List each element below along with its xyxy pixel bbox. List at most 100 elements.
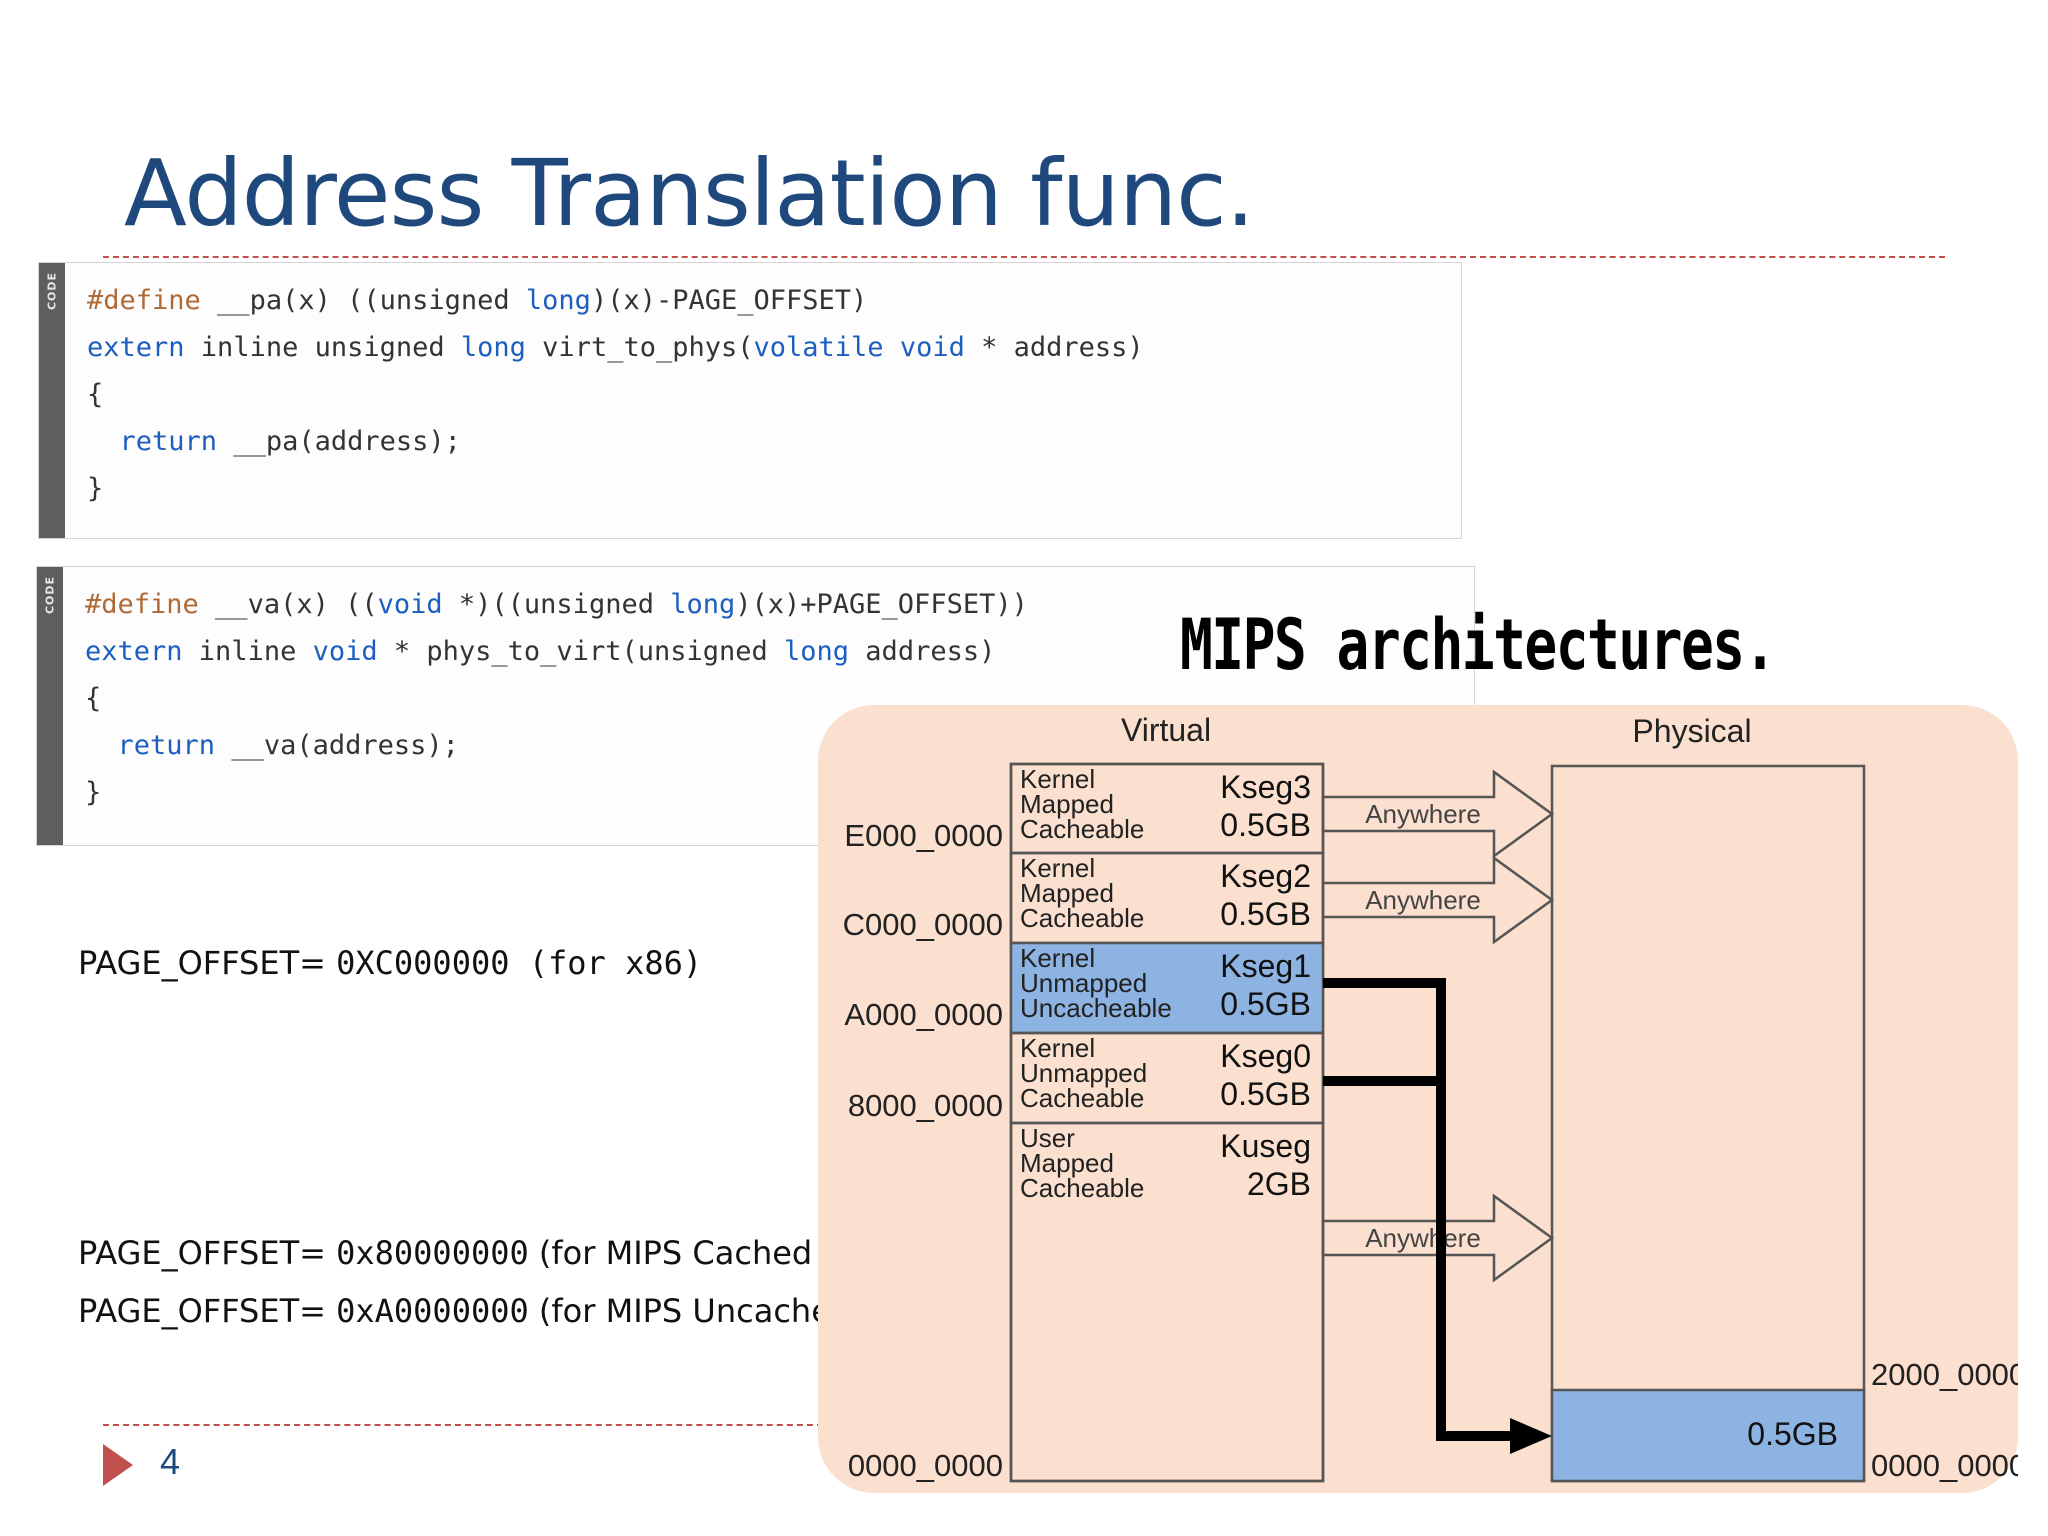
code-token (884, 332, 900, 363)
code-token: long (670, 589, 736, 620)
virtual-label: Virtual (1121, 712, 1211, 748)
code-token: __va(address); (215, 730, 459, 761)
code-line: { (85, 683, 101, 714)
segment-size: 0.5GB (1220, 1076, 1311, 1112)
note-label: PAGE_OFFSET= (78, 944, 337, 982)
code-line: extern inline void * phys_to_virt(unsign… (85, 636, 995, 667)
code-token: long (784, 636, 850, 667)
mapping-arrow (1321, 1193, 1555, 1283)
code-line: } (87, 473, 103, 504)
segment-description: Cacheable (1020, 814, 1144, 844)
code-gutter (39, 263, 65, 538)
code-line: return __va(address); (85, 730, 459, 761)
segment-size: 0.5GB (1220, 896, 1311, 932)
code-token: * address) (964, 332, 1144, 363)
code-token: volatile (753, 332, 884, 363)
code-tag: CODE (43, 575, 57, 615)
physical-address-top: 2000_0000 (1871, 1357, 2018, 1392)
physical-region (1550, 1388, 1866, 1483)
page-offset-mips-uncached: PAGE_OFFSET= 0xA0000000 (for MIPS Uncach… (78, 1292, 883, 1330)
segment-size: 2GB (1247, 1166, 1311, 1202)
segment-description: Unmapped (1020, 968, 1147, 998)
segment-name: Kuseg (1220, 1128, 1311, 1164)
bottom-divider (103, 1424, 823, 1426)
code-token: )(x)-PAGE_OFFSET) (590, 285, 868, 316)
page-offset-mips-cached: PAGE_OFFSET= 0x80000000 (for MIPS Cached… (78, 1234, 884, 1272)
slide-title: Address Translation func. (124, 140, 1255, 247)
code-token: __va(x) (( (198, 589, 378, 620)
code-block-pa: CODE #define __pa(x) ((unsigned long)(x)… (38, 262, 1462, 539)
segment-description: Mapped (1020, 878, 1114, 908)
code-token: { (85, 683, 102, 714)
code-line: } (85, 777, 101, 808)
mapping-arrow-label: Anywhere (1365, 799, 1481, 829)
page-marker-arrow-icon (103, 1444, 133, 1486)
segment-description: Kernel (1020, 853, 1095, 883)
segment-description: Cacheable (1020, 1083, 1144, 1113)
code-token: __pa(x) ((unsigned (200, 285, 526, 316)
physical-region-size: 0.5GB (1747, 1416, 1838, 1452)
kseg1-mapping-line (1323, 978, 1518, 1441)
segment-description: Cacheable (1020, 1173, 1144, 1203)
code-line: extern inline unsigned long virt_to_phys… (87, 332, 1144, 363)
code-token: #define (85, 589, 199, 620)
code-token: inline (182, 636, 313, 667)
code-token: #define (87, 285, 201, 316)
virtual-address: C000_0000 (843, 907, 1003, 942)
code-token: long (460, 332, 526, 363)
virtual-address: 8000_0000 (848, 1088, 1003, 1123)
segment-description: Cacheable (1020, 903, 1144, 933)
diagram-background (818, 705, 2018, 1493)
code-line: #define __va(x) ((void *)((unsigned long… (85, 589, 1028, 620)
code-token (85, 730, 118, 761)
code-line: return __pa(address); (87, 426, 461, 457)
note-value: 0xA0000000 (336, 1292, 529, 1330)
code-token: extern (85, 636, 183, 667)
mapping-arrow (1321, 855, 1555, 945)
code-token: void (377, 589, 443, 620)
code-token: } (87, 473, 104, 504)
code-token: )(x)+PAGE_OFFSET)) (735, 589, 1028, 620)
segment-description: Kernel (1020, 943, 1095, 973)
code-tag: CODE (45, 271, 59, 311)
segment-name: Kseg2 (1220, 858, 1311, 894)
code-token: return (117, 730, 216, 761)
segment-size: 0.5GB (1220, 986, 1311, 1022)
note-label: PAGE_OFFSET= (78, 1292, 337, 1330)
segment-description: Mapped (1020, 1148, 1114, 1178)
code-token (87, 426, 120, 457)
code-token: long (525, 285, 591, 316)
code-token: void (312, 636, 378, 667)
physical-label: Physical (1632, 713, 1751, 749)
note-value: 0XC000000 (for x86) (336, 944, 703, 982)
segment-description: User (1020, 1123, 1075, 1153)
segment-description: Kernel (1020, 1033, 1095, 1063)
code-token: { (87, 379, 104, 410)
code-gutter (37, 567, 63, 845)
code-line: #define __pa(x) ((unsigned long)(x)-PAGE… (87, 285, 867, 316)
virtual-address: A000_0000 (844, 997, 1003, 1032)
mapping-arrowhead (1510, 1418, 1552, 1454)
mips-heading: MIPS architectures. (1180, 604, 1776, 686)
segment-description: Kernel (1020, 764, 1095, 794)
code-token: virt_to_phys( (525, 332, 754, 363)
physical-address-bottom: 0000_0000 (1871, 1448, 2018, 1483)
code-token: address) (849, 636, 996, 667)
code-token: *)((unsigned (442, 589, 671, 620)
segment-name: Kseg3 (1220, 769, 1311, 805)
code-token: void (899, 332, 965, 363)
code-token: * phys_to_virt(unsigned (377, 636, 785, 667)
page-offset-x86: PAGE_OFFSET= 0XC000000 (for x86) (78, 944, 702, 982)
mapping-arrow-label: Anywhere (1365, 885, 1481, 915)
segment-description: Mapped (1020, 789, 1114, 819)
code-token: inline unsigned (184, 332, 461, 363)
mapping-arrow-label: Anywhere (1365, 1223, 1481, 1253)
top-divider (103, 256, 1945, 258)
code-token: __pa(address); (217, 426, 461, 457)
segment-size: 0.5GB (1220, 807, 1311, 843)
code-line: { (87, 379, 103, 410)
segment-description: Unmapped (1020, 1058, 1147, 1088)
virtual-address: E000_0000 (844, 818, 1003, 853)
note-value: 0x80000000 (336, 1234, 529, 1272)
